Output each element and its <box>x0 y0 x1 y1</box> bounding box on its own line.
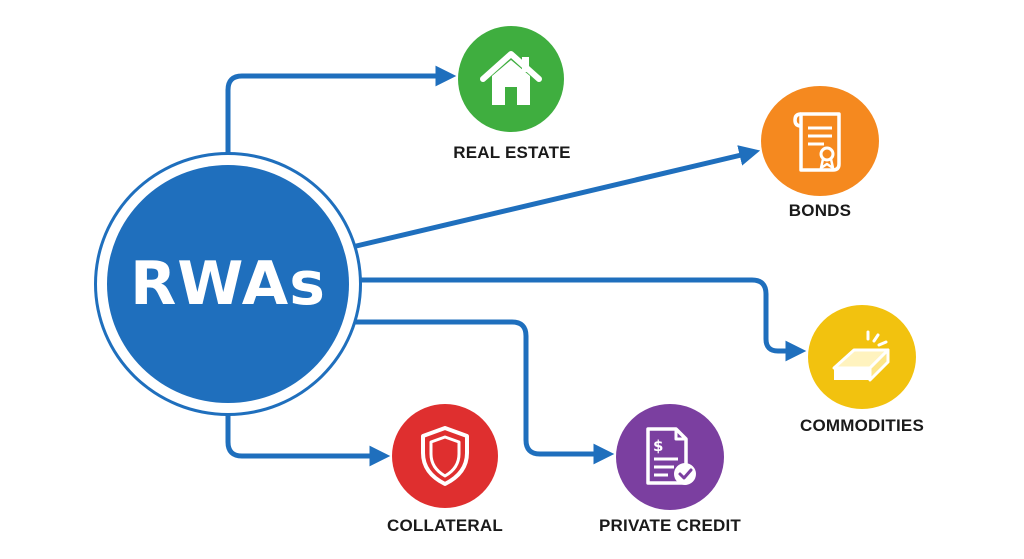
real-estate-label: REAL ESTATE <box>453 143 571 162</box>
hub-label: RWAs <box>130 249 326 319</box>
bonds-label: BONDS <box>788 201 852 220</box>
bonds-node <box>761 86 879 196</box>
collateral-node <box>392 404 498 508</box>
house-icon <box>480 51 542 105</box>
connector-commodities <box>357 277 807 362</box>
connector-collateral <box>225 409 391 467</box>
commodities-node <box>808 305 916 409</box>
connector-private-credit <box>345 319 615 465</box>
collateral-label: COLLATERAL <box>387 516 503 535</box>
hub-core-circle <box>107 165 349 403</box>
shield-icon <box>421 426 469 486</box>
private-credit-node: $ <box>616 404 724 510</box>
bond-certificate-icon <box>793 112 841 172</box>
credit-document-icon: $ <box>646 427 696 485</box>
gold-bar-icon <box>832 330 890 382</box>
commodities-label: COMMODITIES <box>799 416 925 435</box>
connector-bonds <box>349 145 761 250</box>
private-credit-label: PRIVATE CREDIT <box>599 516 741 535</box>
svg-text:$: $ <box>653 437 663 455</box>
rwa-hub: RWAs <box>94 152 362 416</box>
real-estate-node <box>458 26 564 132</box>
connector-real-estate <box>225 65 457 159</box>
